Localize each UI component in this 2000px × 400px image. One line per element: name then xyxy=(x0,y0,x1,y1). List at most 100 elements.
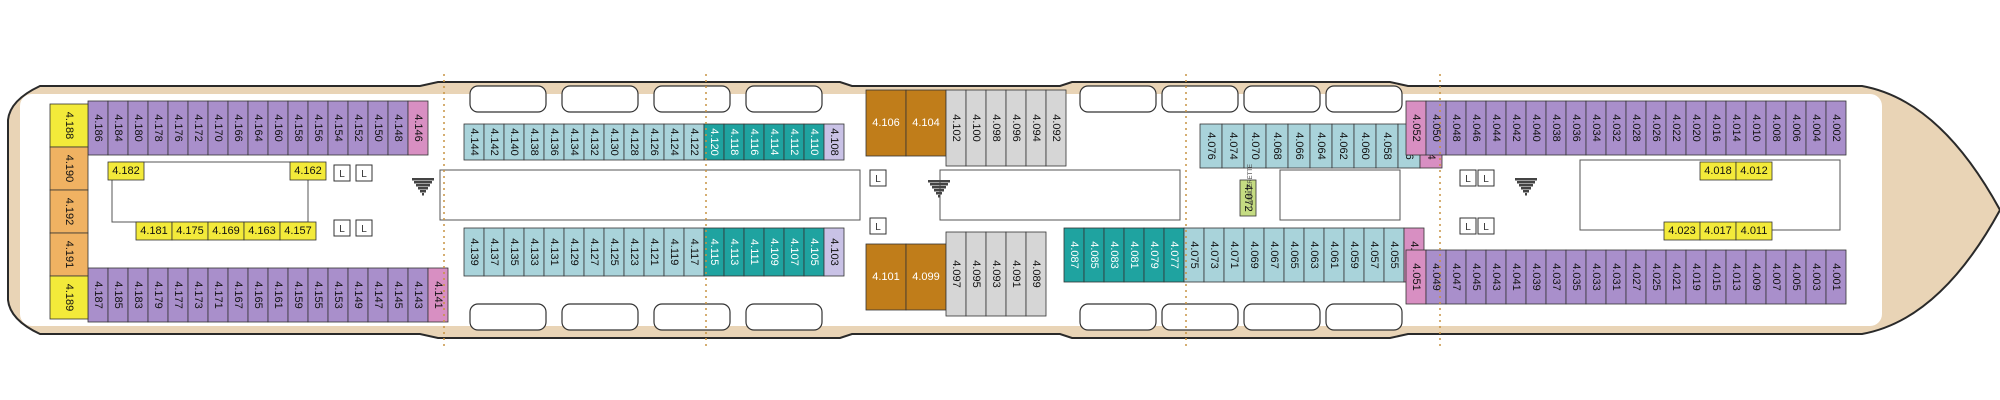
cabin-4-059[interactable]: 4.059 xyxy=(1343,227,1365,283)
cabin-4-022[interactable]: 4.022 xyxy=(1665,100,1687,156)
cabin-4-025[interactable]: 4.025 xyxy=(1645,249,1667,305)
cabin-4-106[interactable]: 4.106 xyxy=(865,89,907,157)
cabin-4-069[interactable]: 4.069 xyxy=(1243,227,1265,283)
cabin-4-009[interactable]: 4.009 xyxy=(1745,249,1767,305)
cabin-4-164[interactable]: 4.164 xyxy=(247,100,269,156)
cabin-4-180[interactable]: 4.180 xyxy=(127,100,149,156)
cabin-4-017[interactable]: 4.017 xyxy=(1699,221,1737,241)
cabin-4-097[interactable]: 4.097 xyxy=(945,231,967,317)
cabin-4-160[interactable]: 4.160 xyxy=(267,100,289,156)
cabin-4-182[interactable]: 4.182 xyxy=(107,161,145,181)
cabin-4-129[interactable]: 4.129 xyxy=(563,227,585,277)
cabin-4-020[interactable]: 4.020 xyxy=(1685,100,1707,156)
cabin-4-004[interactable]: 4.004 xyxy=(1805,100,1827,156)
cabin-4-135[interactable]: 4.135 xyxy=(503,227,525,277)
cabin-4-154[interactable]: 4.154 xyxy=(327,100,349,156)
cabin-4-178[interactable]: 4.178 xyxy=(147,100,169,156)
cabin-4-133[interactable]: 4.133 xyxy=(523,227,545,277)
cabin-4-066[interactable]: 4.066 xyxy=(1287,123,1311,169)
cabin-4-118[interactable]: 4.118 xyxy=(723,123,745,161)
cabin-4-102[interactable]: 4.102 xyxy=(945,89,967,167)
cabin-4-072[interactable]: 4.072 xyxy=(1239,179,1257,217)
cabin-4-031[interactable]: 4.031 xyxy=(1605,249,1627,305)
cabin-4-052[interactable]: 4.052 xyxy=(1405,100,1427,156)
cabin-4-145[interactable]: 4.145 xyxy=(387,267,409,323)
cabin-4-087[interactable]: 4.087 xyxy=(1063,227,1085,283)
cabin-4-177[interactable]: 4.177 xyxy=(167,267,189,323)
cabin-4-170[interactable]: 4.170 xyxy=(207,100,229,156)
cabin-4-146[interactable]: 4.146 xyxy=(407,100,429,156)
cabin-4-003[interactable]: 4.003 xyxy=(1805,249,1827,305)
cabin-4-067[interactable]: 4.067 xyxy=(1263,227,1285,283)
cabin-4-055[interactable]: 4.055 xyxy=(1383,227,1405,283)
cabin-4-051[interactable]: 4.051 xyxy=(1405,249,1427,305)
cabin-4-111[interactable]: 4.111 xyxy=(743,227,765,277)
cabin-4-138[interactable]: 4.138 xyxy=(523,123,545,161)
cabin-4-167[interactable]: 4.167 xyxy=(227,267,249,323)
cabin-4-156[interactable]: 4.156 xyxy=(307,100,329,156)
cabin-4-117[interactable]: 4.117 xyxy=(683,227,705,277)
cabin-4-091[interactable]: 4.091 xyxy=(1005,231,1027,317)
cabin-4-165[interactable]: 4.165 xyxy=(247,267,269,323)
cabin-4-049[interactable]: 4.049 xyxy=(1425,249,1447,305)
cabin-4-002[interactable]: 4.002 xyxy=(1825,100,1847,156)
cabin-4-085[interactable]: 4.085 xyxy=(1083,227,1105,283)
cabin-4-038[interactable]: 4.038 xyxy=(1545,100,1567,156)
cabin-4-012[interactable]: 4.012 xyxy=(1735,161,1773,181)
cabin-4-036[interactable]: 4.036 xyxy=(1565,100,1587,156)
cabin-4-008[interactable]: 4.008 xyxy=(1765,100,1787,156)
cabin-4-128[interactable]: 4.128 xyxy=(623,123,645,161)
cabin-4-183[interactable]: 4.183 xyxy=(127,267,149,323)
cabin-4-028[interactable]: 4.028 xyxy=(1625,100,1647,156)
cabin-4-172[interactable]: 4.172 xyxy=(187,100,209,156)
cabin-4-127[interactable]: 4.127 xyxy=(583,227,605,277)
cabin-4-108[interactable]: 4.108 xyxy=(823,123,845,161)
cabin-4-112[interactable]: 4.112 xyxy=(783,123,805,161)
cabin-4-114[interactable]: 4.114 xyxy=(763,123,785,161)
cabin-4-104[interactable]: 4.104 xyxy=(905,89,947,157)
cabin-4-079[interactable]: 4.079 xyxy=(1143,227,1165,283)
cabin-4-062[interactable]: 4.062 xyxy=(1331,123,1355,169)
cabin-4-089[interactable]: 4.089 xyxy=(1025,231,1047,317)
cabin-4-047[interactable]: 4.047 xyxy=(1445,249,1467,305)
cabin-4-019[interactable]: 4.019 xyxy=(1685,249,1707,305)
cabin-4-013[interactable]: 4.013 xyxy=(1725,249,1747,305)
cabin-4-179[interactable]: 4.179 xyxy=(147,267,169,323)
cabin-4-043[interactable]: 4.043 xyxy=(1485,249,1507,305)
cabin-4-092[interactable]: 4.092 xyxy=(1045,89,1067,167)
cabin-4-123[interactable]: 4.123 xyxy=(623,227,645,277)
cabin-4-162[interactable]: 4.162 xyxy=(289,161,327,181)
cabin-4-134[interactable]: 4.134 xyxy=(563,123,585,161)
cabin-4-143[interactable]: 4.143 xyxy=(407,267,429,323)
cabin-4-181[interactable]: 4.181 xyxy=(135,221,173,241)
cabin-4-149[interactable]: 4.149 xyxy=(347,267,369,323)
cabin-4-126[interactable]: 4.126 xyxy=(643,123,665,161)
cabin-4-100[interactable]: 4.100 xyxy=(965,89,987,167)
cabin-4-103[interactable]: 4.103 xyxy=(823,227,845,277)
cabin-4-120[interactable]: 4.120 xyxy=(703,123,725,161)
cabin-4-021[interactable]: 4.021 xyxy=(1665,249,1687,305)
cabin-4-039[interactable]: 4.039 xyxy=(1525,249,1547,305)
cabin-4-016[interactable]: 4.016 xyxy=(1705,100,1727,156)
cabin-4-015[interactable]: 4.015 xyxy=(1705,249,1727,305)
cabin-4-045[interactable]: 4.045 xyxy=(1465,249,1487,305)
cabin-4-159[interactable]: 4.159 xyxy=(287,267,309,323)
cabin-4-130[interactable]: 4.130 xyxy=(603,123,625,161)
cabin-4-141[interactable]: 4.141 xyxy=(427,267,449,323)
cabin-4-014[interactable]: 4.014 xyxy=(1725,100,1747,156)
cabin-4-075[interactable]: 4.075 xyxy=(1183,227,1205,283)
cabin-4-161[interactable]: 4.161 xyxy=(267,267,289,323)
cabin-4-095[interactable]: 4.095 xyxy=(965,231,987,317)
cabin-4-001[interactable]: 4.001 xyxy=(1825,249,1847,305)
cabin-4-175[interactable]: 4.175 xyxy=(171,221,209,241)
cabin-4-074[interactable]: 4.074 xyxy=(1221,123,1245,169)
cabin-4-124[interactable]: 4.124 xyxy=(663,123,685,161)
cabin-4-184[interactable]: 4.184 xyxy=(107,100,129,156)
cabin-4-027[interactable]: 4.027 xyxy=(1625,249,1647,305)
cabin-4-147[interactable]: 4.147 xyxy=(367,267,389,323)
cabin-4-040[interactable]: 4.040 xyxy=(1525,100,1547,156)
cabin-4-171[interactable]: 4.171 xyxy=(207,267,229,323)
cabin-4-046[interactable]: 4.046 xyxy=(1465,100,1487,156)
cabin-4-006[interactable]: 4.006 xyxy=(1785,100,1807,156)
